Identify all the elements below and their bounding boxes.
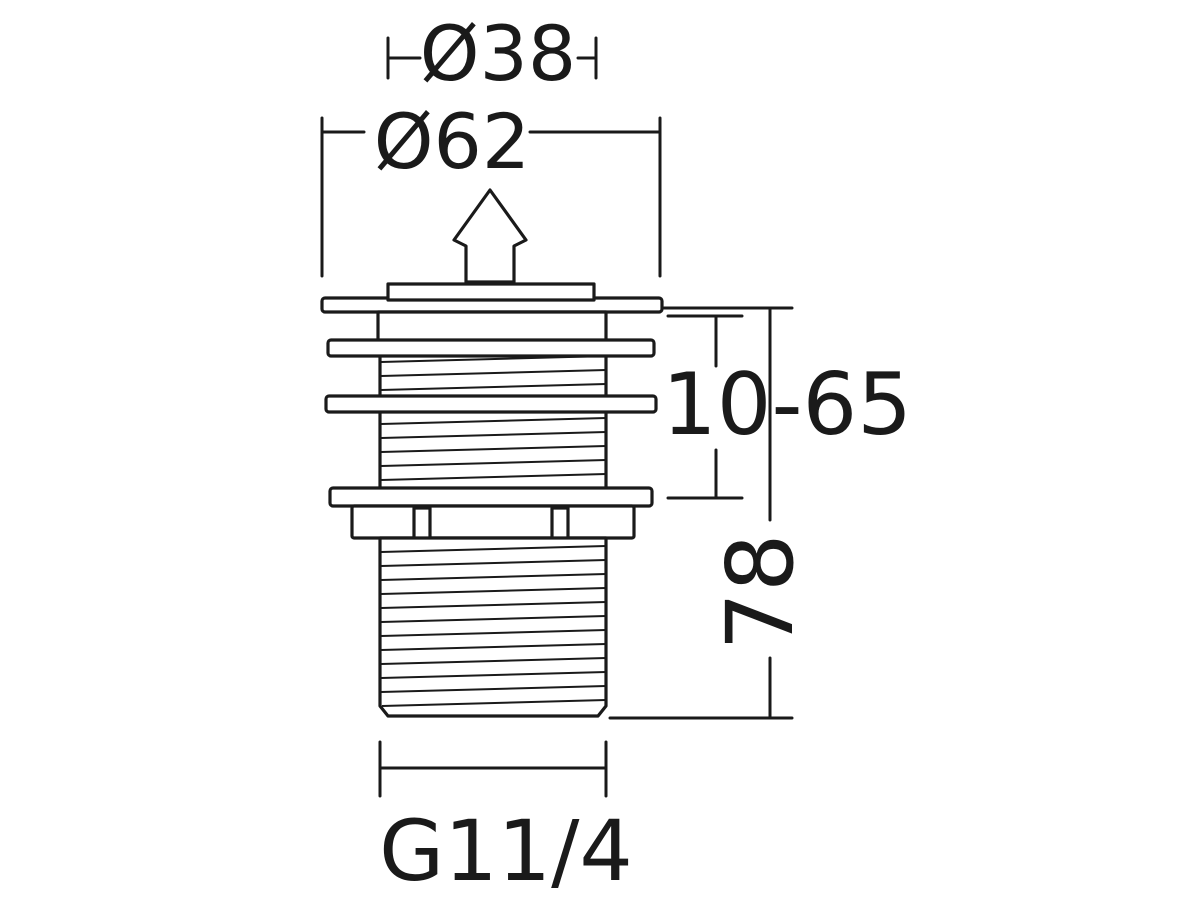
thread-size-label: G11/4 bbox=[379, 802, 633, 899]
adjust-range-label: 10-65 bbox=[662, 355, 912, 455]
washer-plate-1 bbox=[326, 338, 656, 358]
stopper-knob bbox=[452, 188, 528, 284]
top-cap-rim bbox=[386, 282, 596, 302]
total-height-dimension: 78 bbox=[608, 306, 814, 720]
nut-tab-right bbox=[550, 506, 570, 542]
washer-plate-2 bbox=[324, 394, 658, 414]
outer-diameter-dimension: Ø62 bbox=[320, 97, 662, 278]
lower-thread-lines bbox=[379, 545, 607, 707]
total-height-label: 78 bbox=[707, 533, 814, 650]
inner-diameter-dimension: Ø38 bbox=[386, 9, 598, 98]
upper-thread-lines bbox=[379, 355, 607, 481]
nut-tab-left bbox=[412, 506, 432, 542]
lower-threaded-body bbox=[378, 536, 608, 718]
washer-plate-3 bbox=[328, 486, 654, 508]
inner-diameter-label: Ø38 bbox=[420, 9, 577, 98]
adjust-range-dimension: 10-65 bbox=[662, 314, 912, 500]
outer-diameter-label: Ø62 bbox=[374, 97, 531, 186]
thread-size-dimension: G11/4 bbox=[378, 740, 633, 899]
locking-nut bbox=[350, 504, 636, 540]
